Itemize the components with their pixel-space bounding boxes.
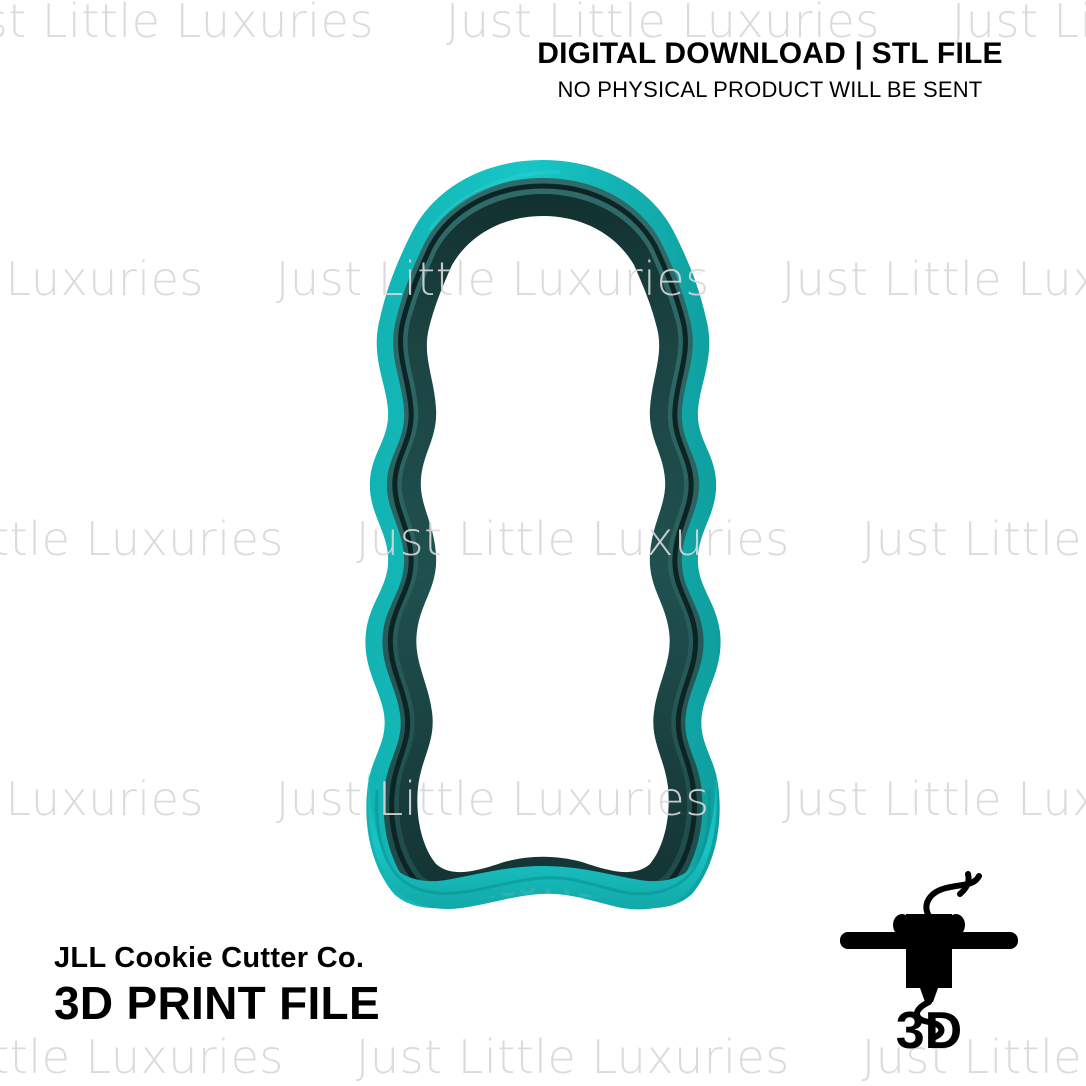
cutter-interior-void — [416, 216, 670, 873]
printer-badge: 3D — [834, 870, 1024, 1050]
footer-brand-block: JLL Cookie Cutter Co. 3D PRINT FILE — [54, 941, 380, 1030]
brand-tagline: 3D PRINT FILE — [54, 977, 380, 1030]
cutter-base-flange — [368, 772, 717, 910]
badge-label: 3D — [896, 1002, 962, 1050]
extruder-nozzle-icon — [920, 988, 938, 1002]
header-title: DIGITAL DOWNLOAD | STL FILE — [537, 37, 1003, 70]
filament-tail-icon — [957, 871, 972, 897]
header-block: DIGITAL DOWNLOAD | STL FILE NO PHYSICAL … — [510, 38, 1030, 104]
extruded-filament-icon — [914, 999, 945, 1041]
cutter-top-highlight — [428, 169, 561, 232]
3d-printer-extruder-icon: 3D — [840, 871, 1018, 1050]
brand-name: JLL Cookie Cutter Co. — [54, 941, 365, 974]
header-subtitle: NO PHYSICAL PRODUCT WILL BE SENT — [557, 76, 983, 102]
cutter-flange-inner-edge — [375, 789, 711, 896]
extruder-body-icon — [906, 914, 952, 988]
filament-path-icon — [923, 873, 982, 919]
